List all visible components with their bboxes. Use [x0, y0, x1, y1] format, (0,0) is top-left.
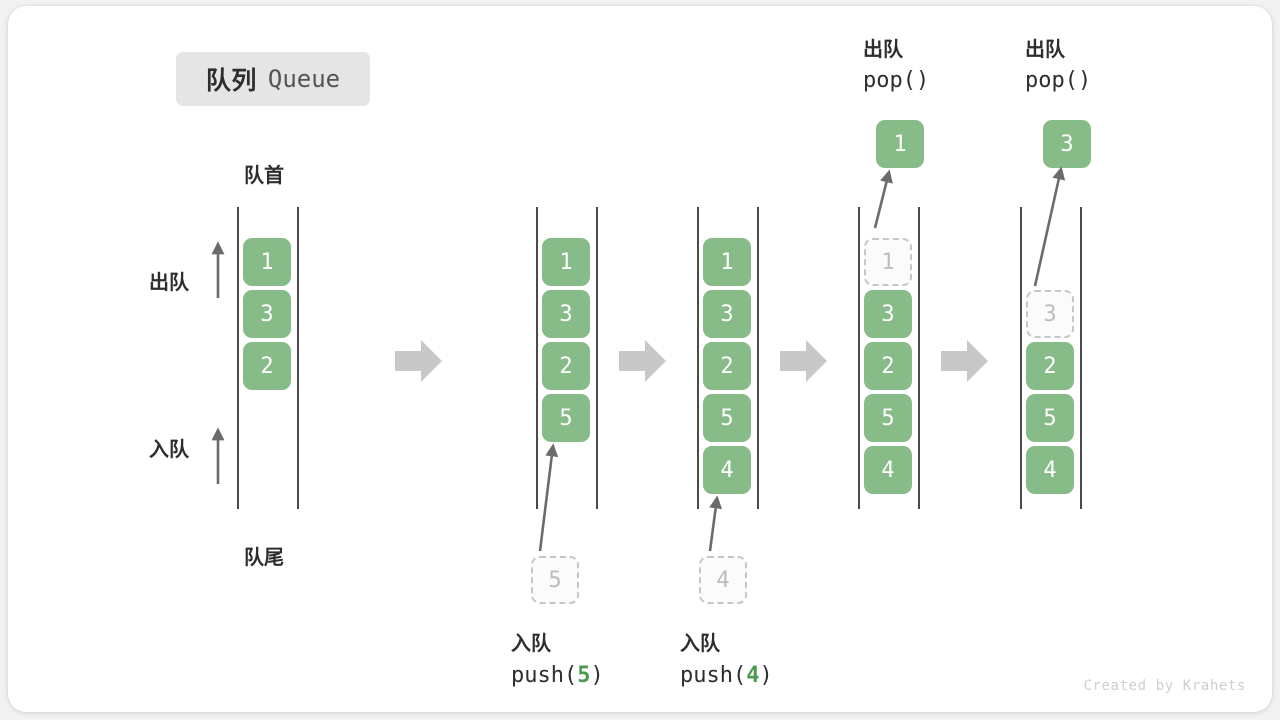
push-code-suffix: )	[759, 663, 773, 688]
push-code-prefix: push(	[511, 663, 578, 688]
caption-pop-1-cn: 出队	[863, 39, 903, 61]
watermark-credit: Created by Krahets	[1083, 678, 1246, 694]
flow-arrow-4	[941, 340, 988, 382]
push-code-prefix: push(	[680, 663, 747, 688]
queue-cell: 2	[243, 342, 291, 390]
outgoing-cell-step-5: 3	[1043, 120, 1091, 168]
rail-left	[237, 207, 239, 509]
queue-cell-new: 4	[703, 446, 751, 494]
rail-left	[858, 207, 860, 509]
queue-cell: 3	[864, 290, 912, 338]
rail-left	[697, 207, 699, 509]
rail-left	[536, 207, 538, 509]
push-5-arrow	[538, 443, 559, 552]
caption-push-5-code: push(5)	[511, 663, 604, 688]
queue-cell: 4	[864, 446, 912, 494]
rail-right	[1080, 207, 1082, 509]
queue-cell-removed: 3	[1026, 290, 1074, 338]
push-code-value: 4	[746, 663, 760, 688]
label-rear: 队尾	[244, 547, 284, 569]
rail-right	[918, 207, 920, 509]
queue-cell: 2	[1026, 342, 1074, 390]
arrows-overlay	[211, 166, 1066, 552]
queue-cell: 3	[243, 290, 291, 338]
queue-cell: 2	[542, 342, 590, 390]
caption-push-4-cn: 入队	[680, 633, 720, 655]
flow-arrow-3	[780, 340, 827, 382]
label-front: 队首	[244, 165, 284, 187]
push-4-arrow	[708, 495, 723, 552]
pop-3-arrow	[1033, 166, 1066, 287]
rail-right	[297, 207, 299, 509]
push-code-value: 5	[577, 663, 591, 688]
title-chinese: 队列	[205, 67, 257, 95]
rail-right	[596, 207, 598, 509]
outgoing-cell-step-4: 1	[876, 120, 924, 168]
queue-cell: 2	[703, 342, 751, 390]
rail-right	[757, 207, 759, 509]
title-english: Queue	[267, 65, 341, 93]
queue-cell: 1	[542, 238, 590, 286]
rail-left	[1020, 207, 1022, 509]
caption-pop-3-code: pop()	[1025, 68, 1092, 93]
caption-push-5-cn: 入队	[511, 633, 551, 655]
queue-cell-new: 5	[542, 394, 590, 442]
diagram-title-chip: 队列 Queue	[176, 52, 370, 106]
queue-cell: 1	[703, 238, 751, 286]
incoming-cell-step-3: 4	[699, 556, 747, 604]
incoming-cell-step-2: 5	[531, 556, 579, 604]
queue-cell: 1	[243, 238, 291, 286]
flow-arrow-1	[395, 340, 442, 382]
push-code-suffix: )	[590, 663, 604, 688]
label-dequeue-side: 出队	[149, 272, 189, 294]
caption-push-4-code: push(4)	[680, 663, 773, 688]
queue-cell: 4	[1026, 446, 1074, 494]
queue-cell: 3	[542, 290, 590, 338]
label-enqueue-side: 入队	[149, 439, 189, 461]
queue-cell-removed: 1	[864, 238, 912, 286]
queue-cell: 3	[703, 290, 751, 338]
diagram-card: 队列 Queue 队首 队尾 出队 入队 1 3 2 1 3 2 5	[8, 6, 1272, 712]
pop-1-arrow	[873, 169, 893, 229]
caption-pop-1-code: pop()	[863, 68, 930, 93]
flow-arrow-2	[619, 340, 666, 382]
queue-cell: 5	[703, 394, 751, 442]
queue-cell: 5	[864, 394, 912, 442]
queue-cell: 2	[864, 342, 912, 390]
queue-cell: 5	[1026, 394, 1074, 442]
caption-pop-3-cn: 出队	[1025, 39, 1065, 61]
